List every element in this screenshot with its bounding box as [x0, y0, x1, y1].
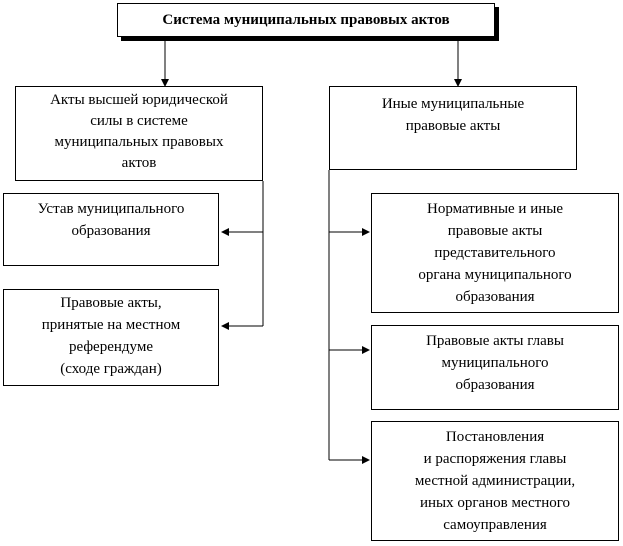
right-item-line: муниципального [441, 355, 549, 371]
left-item-line: (сходе граждан) [60, 361, 162, 377]
right-item-line: образования [455, 377, 535, 393]
root-box [117, 3, 495, 37]
right-item-box [371, 421, 619, 541]
left-header-line: муниципальных правовых [54, 134, 224, 150]
left-item-box [3, 193, 219, 266]
left-header-line: актов [121, 155, 157, 171]
right-item-box [371, 325, 619, 410]
right-item-box [371, 193, 619, 313]
left-item-text: Правовые акты, принятые на местном рефер… [3, 292, 219, 380]
right-item-text: Нормативные и иные правовые акты предста… [371, 198, 619, 308]
left-item-text: Устав муниципального образования [3, 198, 219, 242]
left-item-line: Устав муниципального [37, 201, 185, 217]
left-item-line: референдуме [69, 339, 153, 355]
right-item-line: правовые акты [447, 223, 543, 239]
left-header-box [15, 86, 263, 181]
right-item-line: иных органов местного [419, 495, 571, 511]
left-item-line: Правовые акты, [60, 295, 162, 311]
left-item-line: принятые на местном [41, 317, 181, 333]
right-header-line: правовые акты [405, 118, 501, 134]
right-item-text: Постановления и распоряжения главы местн… [371, 426, 619, 536]
right-item-line: местной администрации, [414, 473, 576, 489]
root-label: Система муниципальных правовых актов [162, 12, 450, 28]
left-header-text: Акты высшей юридической силы в системе м… [15, 90, 263, 174]
left-item-box [3, 289, 219, 386]
right-item-line: представительного [434, 245, 556, 261]
right-item-line: образования [455, 289, 535, 305]
right-item-line: Нормативные и иные [426, 201, 563, 217]
right-header-text: Иные муниципальные правовые акты [329, 93, 577, 137]
left-header-line: силы в системе [90, 113, 188, 129]
left-item-line: образования [71, 223, 151, 239]
right-header-line: Иные муниципальные [381, 96, 525, 112]
left-header-line: Акты высшей юридической [50, 92, 228, 108]
right-item-line: Правовые акты главы [426, 333, 564, 349]
right-item-line: органа муниципального [418, 267, 572, 283]
right-item-text: Правовые акты главы муниципального образ… [371, 330, 619, 396]
right-item-line: самоуправления [443, 517, 547, 533]
right-item-line: Постановления [445, 429, 545, 445]
right-header-box [329, 86, 577, 170]
right-item-line: и распоряжения главы [423, 451, 567, 467]
